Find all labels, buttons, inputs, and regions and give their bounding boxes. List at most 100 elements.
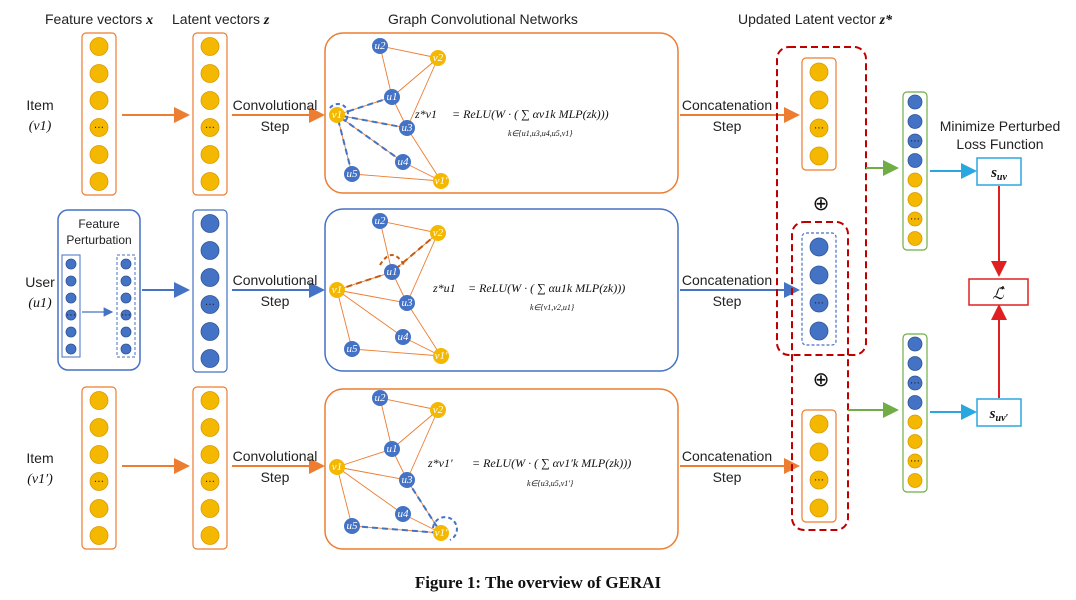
attention-edge [406, 479, 442, 534]
perturbed-feature-element [120, 258, 132, 270]
score-suv-box [976, 157, 1022, 186]
conv-step-row2: Convolutional Step [232, 272, 325, 309]
graph-edge [336, 448, 393, 468]
formula-v1: z*v1 = ReLU(W · ( ∑ αv1k MLP(zk))) k∈{u1… [414, 107, 609, 138]
graph-node-label-u5: u5 [347, 343, 359, 355]
graph-node-v1p [433, 525, 449, 541]
latent-vectors-column: ⋯⋯⋯ [192, 32, 228, 550]
updated-latent-user-u1-element [809, 293, 829, 313]
combined-vector-user-item-element [907, 231, 923, 246]
latent-vector-item-v1-element [200, 37, 220, 56]
graph-edge [406, 232, 439, 304]
latent-vector-user-u1-element [200, 349, 220, 368]
perturbed-feature-element [120, 343, 132, 355]
graph-edge [391, 409, 439, 450]
combined-vector-user-item-element-ellipsis: ⋯ [910, 136, 920, 147]
combined-vector-user-item-prime-element [907, 453, 923, 469]
latent-vector-item-v1prime-element [200, 499, 220, 518]
concat-step-row3: Concatenation Step [680, 448, 800, 485]
original-feature-vector [61, 254, 81, 358]
svg-text:Convolutional: Convolutional [233, 97, 318, 113]
feature-vectors-column: ⋯⋯⋯⋯ [65, 32, 132, 550]
feature-vector-item-v1-element [89, 172, 109, 191]
graph-node-u4 [395, 154, 411, 170]
latent-vector-item-v1-element [200, 145, 220, 164]
updated-latent-user-u1-box [801, 232, 837, 346]
graph-node-label-u1: u1 [387, 266, 398, 278]
latent-vector-item-v1-element [200, 118, 220, 137]
svg-text:Step: Step [713, 293, 742, 309]
graph-node-u3 [399, 472, 415, 488]
oplus-lower: ⊕ [813, 367, 830, 391]
feature-vector-item-v1prime-element [89, 472, 109, 491]
feature-perturbation-label-1: Feature [78, 217, 120, 231]
svg-text:Item: Item [26, 450, 53, 466]
self-loop-v1 [329, 103, 349, 123]
graph-node-label-v1: v1 [332, 109, 342, 121]
original-feature-element-ellipsis: ⋯ [66, 310, 76, 321]
feature-vector-item-v1-element [89, 37, 109, 56]
perturbed-feature-element [120, 309, 132, 321]
row-label-item-v1prime: Item (v1′) [26, 450, 53, 487]
graph-node-label-u1: u1 [387, 91, 398, 103]
graph-edge [336, 466, 404, 515]
graph-node-label-v2: v2 [433, 404, 444, 416]
graph-node-label-v2: v2 [433, 227, 444, 239]
graph-edge [406, 127, 442, 182]
feature-vector-item-v1-element [89, 64, 109, 83]
combined-vector-user-item-element [907, 133, 923, 149]
latent-vector-item-v1prime-box [192, 386, 228, 550]
combined-vector-user-item-element [907, 94, 923, 110]
feature-vector-item-v1-element [89, 91, 109, 110]
graph-node-label-u4: u4 [398, 156, 410, 168]
conv-step-row1: Convolutional Step [232, 97, 325, 134]
graph-edge [406, 409, 439, 481]
feature-perturbation-label-2: Perturbation [66, 233, 131, 247]
original-feature-element [65, 292, 77, 304]
graph-node-u4 [395, 329, 411, 345]
updated-latent-user-u1-element [809, 237, 829, 257]
graph-node-label-u5: u5 [347, 520, 359, 532]
feature-vector-item-v1-element-ellipsis: ⋯ [94, 123, 104, 134]
graph-node-u2 [372, 390, 388, 406]
graph-node-label-v1p: v1′ [435, 175, 448, 187]
original-feature-element [65, 275, 77, 287]
combined-vector-user-item-element-ellipsis: ⋯ [910, 214, 920, 225]
latent-vector-item-v1-element-ellipsis: ⋯ [205, 123, 215, 134]
latent-vector-user-u1-element [200, 241, 220, 260]
graph-edge [351, 348, 442, 357]
perturbed-feature-element [120, 275, 132, 287]
svg-text:z*v1: z*v1 [414, 107, 437, 121]
feature-vector-item-v1prime-element [89, 499, 109, 518]
graph-edge [379, 220, 439, 234]
graph-node-label-v1: v1 [332, 461, 342, 473]
combined-vector-user-item-prime-box [902, 333, 928, 493]
latent-vector-user-u1-element [200, 322, 220, 341]
formula-u1: z*u1 = ReLU(W · ( ∑ αu1k MLP(zk))) k∈{v1… [432, 281, 625, 312]
original-feature-element [65, 258, 77, 270]
svg-text:(u1): (u1) [28, 296, 52, 311]
gcn-panel-item-v1prime [324, 388, 679, 550]
updated-latent-item-v1prime-element [809, 414, 829, 434]
graph-edge [336, 466, 353, 527]
graph-node-u3 [399, 295, 415, 311]
graph-edge [336, 466, 408, 481]
score-suv: suv [990, 165, 1007, 183]
gcn-panel-item-v1 [324, 32, 679, 194]
updated-latent-item-v1-element [809, 146, 829, 166]
graph-node-u5 [344, 518, 360, 534]
latent-vector-user-u1-element [200, 214, 220, 233]
updated-latent-item-v1-box [801, 57, 837, 171]
svg-text:(v1′): (v1′) [27, 472, 53, 487]
svg-text:(v1): (v1) [29, 119, 52, 134]
row-label-item-v1: Item (v1) [26, 97, 53, 134]
self-loop-u1 [379, 254, 405, 266]
self-loop-v1prime [432, 516, 458, 541]
feature-vector-item-v1prime-element [89, 418, 109, 437]
combined-vector-user-item-element [907, 211, 923, 227]
latent-vector-item-v1prime-element [200, 472, 220, 491]
svg-text:Item: Item [26, 97, 53, 113]
attention-edge [351, 525, 442, 534]
feature-vector-item-v1prime-element [89, 391, 109, 410]
